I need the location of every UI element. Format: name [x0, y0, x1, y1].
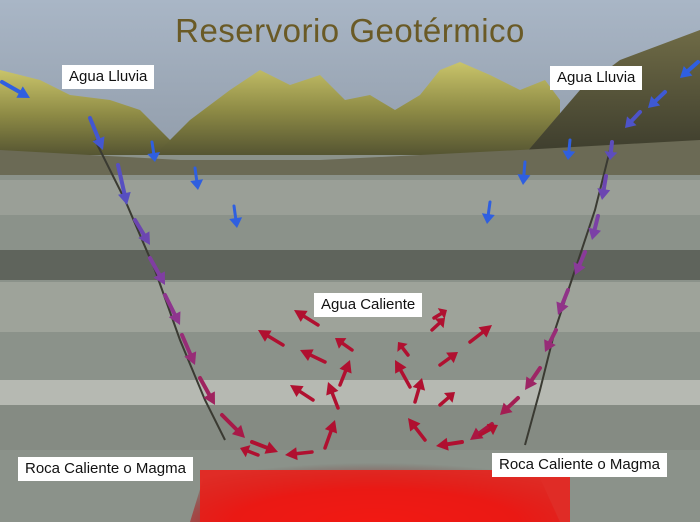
- left-flow-arrow: [133, 218, 150, 245]
- left-flow-arrow: [0, 80, 30, 98]
- left-flow-arrow: [180, 333, 197, 365]
- left-flow-arrow: [163, 293, 181, 325]
- rain-arrow: [562, 138, 576, 160]
- hot-water-arrow: [397, 342, 410, 357]
- left-mountain: [0, 70, 190, 160]
- hot-water-arrow: [326, 382, 340, 410]
- right-flow-arrow: [680, 60, 700, 78]
- label-hot-water: Agua Caliente: [314, 293, 423, 317]
- hot-water-arrow: [240, 445, 260, 458]
- left-flow-arrow: [148, 256, 165, 285]
- right-flow-arrow: [500, 396, 520, 415]
- stratum-1: [0, 180, 700, 215]
- right-flow-arrow: [604, 140, 618, 160]
- center-mountains: [150, 62, 560, 160]
- magma-core: [200, 470, 570, 522]
- hot-water-arrow: [430, 318, 445, 332]
- left-flow-arrow: [88, 116, 105, 150]
- left-flow-arrow: [116, 163, 131, 205]
- rain-arrow: [190, 166, 204, 190]
- hot-water-arrow: [285, 447, 314, 461]
- hot-water-arrow: [300, 349, 327, 364]
- hot-water-arrow: [258, 330, 285, 347]
- rain-arrow: [229, 204, 243, 228]
- left-flow-arrow: [250, 440, 278, 454]
- label-rain-left: Agua Lluvia: [62, 65, 155, 89]
- right-mountain: [520, 30, 700, 160]
- label-hot-rock-left: Roca Caliente o Magma: [18, 457, 193, 481]
- rain-arrow: [517, 160, 531, 185]
- left-flow-arrow: [220, 413, 245, 438]
- right-flow-arrow: [573, 250, 587, 275]
- diagram-title: Reservorio Geotérmico: [175, 12, 525, 49]
- rain-arrow: [147, 140, 161, 162]
- left-fault-line: [94, 139, 226, 441]
- hot-water-arrow: [438, 352, 458, 367]
- left-flow-arrow: [198, 376, 215, 405]
- right-flow-arrow: [597, 174, 611, 200]
- label-hot-rock-right: Roca Caliente o Magma: [492, 453, 667, 477]
- hot-water-arrow: [438, 392, 455, 407]
- hot-water-arrow: [478, 423, 498, 437]
- rain-arrow: [481, 200, 495, 224]
- hot-water-arrow: [408, 418, 427, 442]
- stratum-5: [0, 405, 700, 450]
- hot-water-arrow: [338, 360, 352, 387]
- hot-water-arrow: [412, 378, 426, 404]
- hot-water-arrow: [294, 310, 320, 327]
- hot-water-arrow: [432, 308, 447, 320]
- right-flow-arrow: [648, 90, 667, 108]
- right-flow-arrow: [556, 288, 570, 315]
- right-flow-arrow: [525, 366, 542, 390]
- stratum-2: [0, 250, 700, 280]
- right-flow-arrow: [544, 328, 558, 352]
- hot-water-arrow: [395, 360, 412, 389]
- right-flow-arrow: [436, 437, 464, 451]
- hot-water-arrow: [323, 420, 338, 450]
- hot-water-arrow: [468, 325, 492, 344]
- flow-arrows: [0, 60, 700, 461]
- hot-water-arrow: [290, 385, 315, 402]
- right-flow-arrow: [625, 110, 642, 128]
- stratum-4: [0, 380, 700, 405]
- label-rain-right: Agua Lluvia: [550, 66, 643, 90]
- hot-water-arrow: [335, 338, 354, 352]
- right-flow-arrow: [588, 214, 602, 240]
